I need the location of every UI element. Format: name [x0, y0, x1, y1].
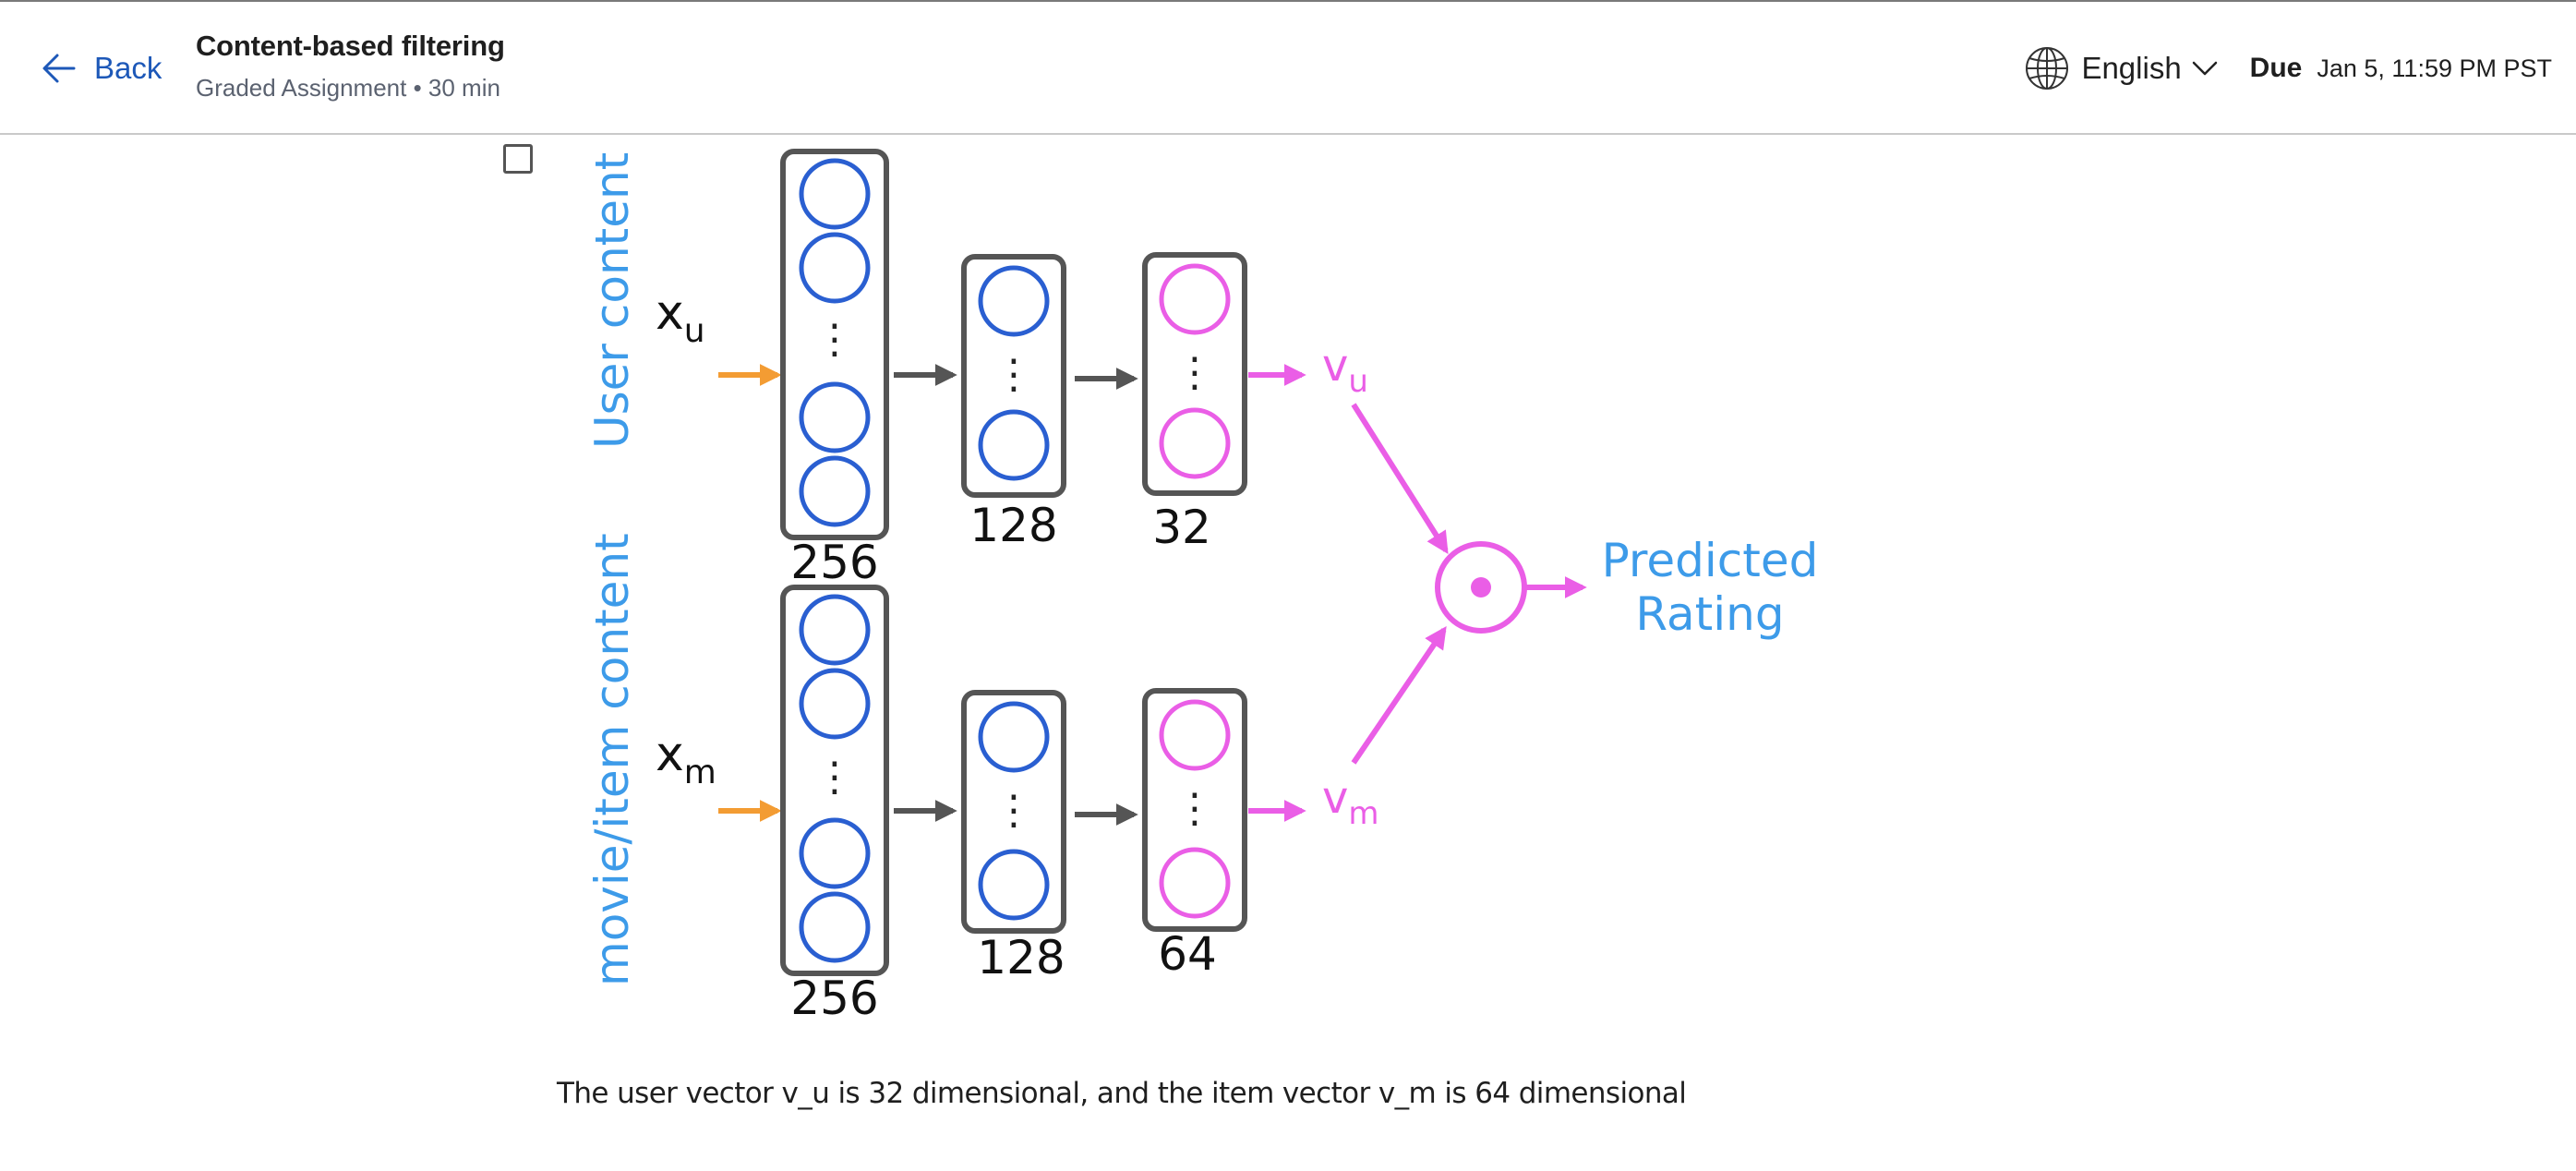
user-layer-256-box [780, 149, 889, 540]
user-node [799, 232, 871, 304]
user-layer-128-box [961, 254, 1066, 498]
user-node-pink [1159, 263, 1231, 335]
predicted-rating-line1: Predicted [1602, 534, 1819, 587]
x-u-label: xu [656, 285, 705, 350]
due-date: Jan 5, 11:59 PM PST [2317, 54, 2552, 82]
v-u-label: vu [1322, 340, 1368, 400]
user-layer-2-size: 128 [969, 499, 1057, 552]
dot-product-node [1435, 541, 1527, 634]
content-filtering-diagram: User content movie/item content xu xm ⋮ … [585, 149, 1819, 1025]
top-border [0, 0, 2576, 2]
globe-icon [2026, 47, 2069, 90]
item-layer-64-box [1142, 688, 1247, 932]
due-label: Due [2249, 53, 2303, 83]
user-layer-1-size: 256 [790, 536, 878, 589]
item-layer-3-size: 64 [1158, 927, 1217, 981]
diagram-checkbox[interactable] [503, 144, 533, 174]
header-bar: Back Content-based filtering Graded Assi… [0, 2, 2576, 135]
user-node [799, 455, 871, 527]
dot-product-center [1471, 577, 1491, 598]
ellipsis-dots: ⋮ [993, 787, 1034, 834]
item-content-label: movie/item content [585, 533, 639, 986]
item-node [978, 849, 1050, 921]
vm-to-dot-arrow [1351, 626, 1447, 765]
user-layer-3-size: 32 [1152, 501, 1211, 554]
diagram-caption: The user vector v_u is 32 dimensional, a… [557, 1077, 1687, 1110]
chevron-down-icon [2192, 61, 2217, 76]
user-node [799, 158, 871, 230]
user-node [978, 409, 1050, 481]
back-label: Back [94, 51, 163, 85]
item-layer-128-box [961, 690, 1066, 934]
page-subtitle: Graded Assignment • 30 min [196, 74, 500, 102]
item-node [799, 668, 871, 740]
ellipsis-dots: ⋮ [814, 316, 855, 363]
language-selector[interactable]: English [2024, 45, 2218, 91]
vu-to-dot-arrow [1351, 403, 1449, 555]
header-right: English Due Jan 5, 11:59 PM PST [2024, 41, 2552, 96]
v-m-label: vm [1322, 772, 1379, 832]
page-title: Content-based filtering [196, 30, 505, 62]
item-layer-256-box [780, 585, 889, 976]
item-node [799, 891, 871, 963]
user-node [799, 381, 871, 453]
user-layer-32-box [1142, 252, 1247, 496]
ellipsis-dots: ⋮ [814, 754, 855, 801]
user-node-pink [1159, 407, 1231, 479]
predicted-rating-line2: Rating [1635, 587, 1784, 641]
ellipsis-dots: ⋮ [1174, 349, 1215, 396]
back-button[interactable]: Back [41, 44, 162, 92]
ellipsis-dots: ⋮ [993, 351, 1034, 398]
language-label: English [2081, 51, 2182, 85]
item-node-pink [1159, 699, 1231, 771]
item-node [799, 594, 871, 666]
x-m-label: xm [656, 727, 716, 791]
user-node [978, 265, 1050, 337]
arrow-left-icon [42, 54, 76, 83]
user-content-label: User content [585, 152, 639, 449]
ellipsis-dots: ⋮ [1174, 785, 1215, 832]
item-layer-1-size: 256 [790, 972, 878, 1025]
title-block: Content-based filtering Graded Assignmen… [196, 30, 505, 103]
item-node [978, 701, 1050, 773]
item-node-pink [1159, 847, 1231, 919]
item-layer-2-size: 128 [977, 931, 1065, 984]
item-node [799, 817, 871, 889]
